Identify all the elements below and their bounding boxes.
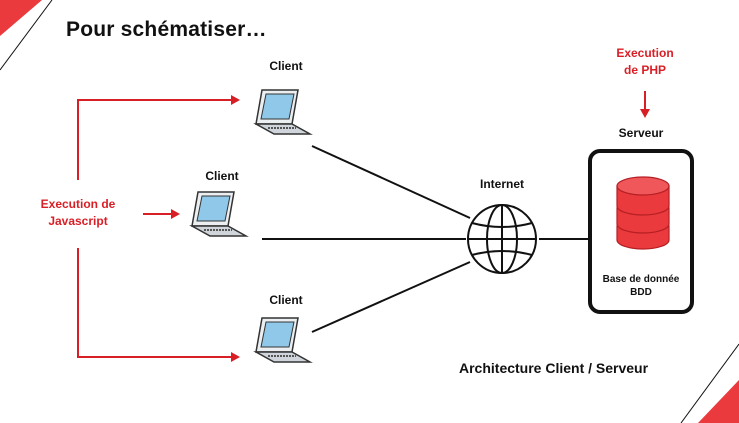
- php-execution-label: Execution de PHP: [598, 45, 692, 79]
- js-arrows: [77, 99, 232, 358]
- client-label-middle: Client: [205, 169, 239, 183]
- link-client-top: [311, 145, 471, 219]
- arrow-heads: [171, 95, 650, 362]
- js-execution-line1: Execution de: [40, 197, 116, 211]
- network-links: [262, 145, 588, 333]
- client-label-top: Client: [269, 59, 303, 73]
- corner-decoration-bottom-right: [680, 343, 739, 423]
- php-execution-line2: de PHP: [623, 63, 666, 77]
- js-execution-label: Execution de Javascript: [22, 196, 134, 230]
- database-label-line1: Base de donnée: [602, 274, 680, 285]
- globe-icon: [467, 204, 537, 274]
- laptop-icon: [253, 89, 313, 135]
- database-label: Base de donnée BDD: [592, 273, 690, 299]
- database-label-line2: BDD: [630, 287, 652, 298]
- laptop-icon: [189, 191, 249, 237]
- laptop-icon: [253, 317, 313, 363]
- database-icon: [616, 176, 670, 250]
- diagram-caption: Architecture Client / Serveur: [459, 360, 649, 376]
- corner-decoration-top-left: [0, 0, 53, 71]
- internet-label: Internet: [479, 177, 524, 191]
- js-execution-line2: Javascript: [48, 214, 108, 228]
- server-label: Serveur: [618, 126, 664, 140]
- page-title: Pour schématiser…: [66, 18, 267, 41]
- client-label-bottom: Client: [269, 293, 303, 307]
- link-client-bottom: [311, 261, 471, 333]
- php-execution-line1: Execution: [616, 46, 674, 60]
